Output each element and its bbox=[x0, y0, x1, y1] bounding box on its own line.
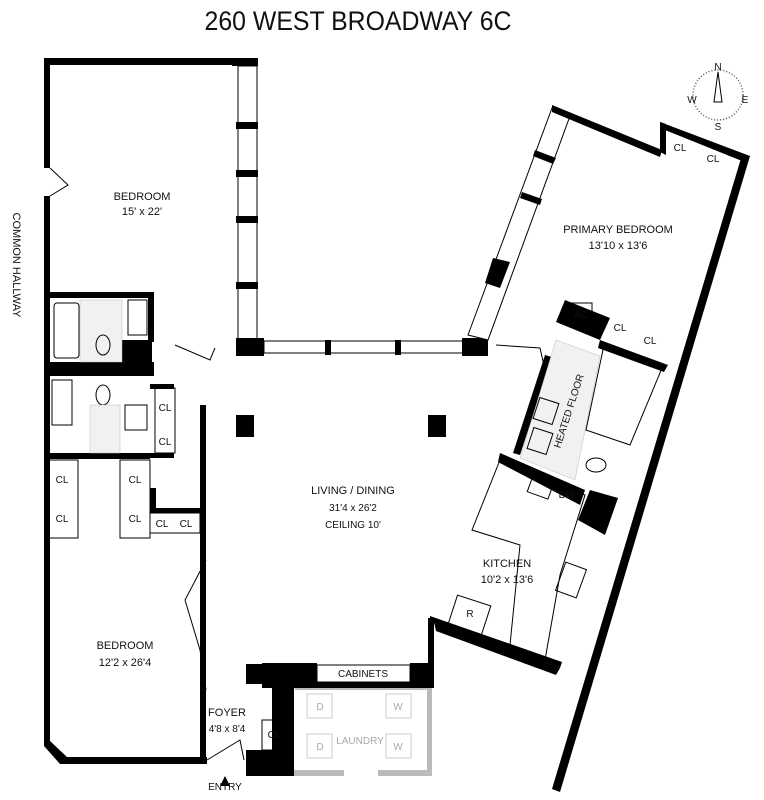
dryer-label: D bbox=[316, 742, 323, 753]
bedroom-1-name: BEDROOM bbox=[114, 191, 171, 203]
bifold-door-icon bbox=[184, 559, 207, 691]
door-icon bbox=[49, 167, 69, 197]
entry-arrow-icon bbox=[220, 776, 230, 786]
shower-icon bbox=[585, 344, 663, 446]
kitchen-name: KITCHEN bbox=[483, 558, 531, 570]
tiled-floor bbox=[519, 339, 601, 481]
closet-label: CL bbox=[674, 143, 687, 154]
closet-box bbox=[47, 459, 79, 539]
closet-label: CL bbox=[129, 514, 142, 525]
toilet-icon bbox=[95, 384, 111, 406]
closet-label: CL bbox=[180, 519, 193, 530]
toilet-icon bbox=[95, 334, 111, 356]
primary-bedroom-size: 13'10 x 13'6 bbox=[589, 240, 648, 252]
door-icon bbox=[174, 344, 216, 361]
closet-label: CL bbox=[644, 336, 657, 347]
closet-label: CL bbox=[268, 730, 281, 741]
entry-door-icon bbox=[206, 739, 245, 761]
closet-label: CL bbox=[156, 519, 169, 530]
closet-box bbox=[119, 459, 151, 539]
compass-north: N bbox=[714, 62, 721, 73]
ac-box bbox=[569, 302, 593, 324]
closet-box bbox=[261, 719, 287, 751]
entry-label: ENTRY bbox=[208, 782, 242, 793]
washer-label: W bbox=[393, 742, 403, 753]
compass-icon: N S E W bbox=[687, 62, 748, 133]
shower-icon bbox=[51, 379, 73, 426]
closet-label: CL bbox=[129, 475, 142, 486]
sink-icon bbox=[532, 396, 560, 426]
living-dining-name: LIVING / DINING bbox=[311, 485, 395, 497]
common-hallway-label: COMMON HALLWAY bbox=[10, 213, 22, 319]
tiled-floor bbox=[89, 404, 121, 454]
cabinets-box bbox=[316, 664, 411, 683]
sink-icon bbox=[127, 299, 148, 336]
living-dining-ceiling: CEILING 10' bbox=[325, 520, 381, 531]
tiled-floor bbox=[79, 299, 123, 363]
plan-title: 260 WEST BROADWAY 6C bbox=[204, 6, 512, 36]
bedroom-2-name: BEDROOM bbox=[97, 640, 154, 652]
bedroom-2-size: 12'2 x 26'4 bbox=[99, 657, 152, 669]
cabinets-label: CABINETS bbox=[338, 669, 388, 680]
column bbox=[428, 415, 446, 437]
washer-box bbox=[385, 733, 412, 759]
column bbox=[236, 415, 254, 437]
kitchen-size: 10'2 x 13'6 bbox=[481, 574, 534, 586]
closet-label: CL bbox=[159, 403, 172, 414]
ac-label: AC bbox=[574, 310, 588, 321]
closet-box bbox=[149, 512, 201, 534]
kitchen-sink-icon bbox=[526, 472, 556, 500]
bedroom-1-size: 15' x 22' bbox=[122, 206, 162, 218]
sink-icon bbox=[526, 426, 554, 456]
sink-icon bbox=[124, 404, 148, 431]
dryer-label: D bbox=[316, 702, 323, 713]
compass-south: S bbox=[715, 122, 722, 133]
stove-icon bbox=[554, 561, 588, 599]
closet-box bbox=[154, 387, 176, 454]
primary-bedroom-name: PRIMARY BEDROOM bbox=[563, 224, 673, 236]
dryer-box bbox=[306, 693, 333, 719]
dryer-box bbox=[306, 733, 333, 759]
living-dining-size: 31'4 x 26'2 bbox=[329, 503, 377, 514]
closet-label: CL bbox=[707, 154, 720, 165]
fixtures bbox=[47, 167, 663, 786]
room-labels: BEDROOM 15' x 22' COMMON HALLWAY PRIMARY… bbox=[10, 143, 720, 793]
kitchen-counter bbox=[471, 459, 586, 661]
walls bbox=[44, 58, 750, 792]
compass-east: E bbox=[742, 95, 749, 106]
foyer-name: FOYER bbox=[208, 707, 246, 719]
door-icon bbox=[495, 344, 546, 371]
refrigerator-label: R bbox=[466, 609, 473, 620]
compass-west: W bbox=[687, 95, 697, 106]
closet-label: CL bbox=[56, 475, 69, 486]
washer-label: W bbox=[393, 702, 403, 713]
bathtub-icon bbox=[53, 302, 80, 359]
closet-label: CL bbox=[614, 323, 627, 334]
refrigerator-box bbox=[447, 594, 492, 636]
laundry-label: LAUNDRY bbox=[336, 736, 384, 747]
washer-box bbox=[385, 693, 412, 719]
toilet-icon bbox=[585, 457, 607, 473]
foyer-size: 4'8 x 8'4 bbox=[209, 724, 246, 735]
dishwasher-label: DW bbox=[559, 490, 576, 501]
closet-label: CL bbox=[56, 514, 69, 525]
closet-label: CL bbox=[159, 437, 172, 448]
